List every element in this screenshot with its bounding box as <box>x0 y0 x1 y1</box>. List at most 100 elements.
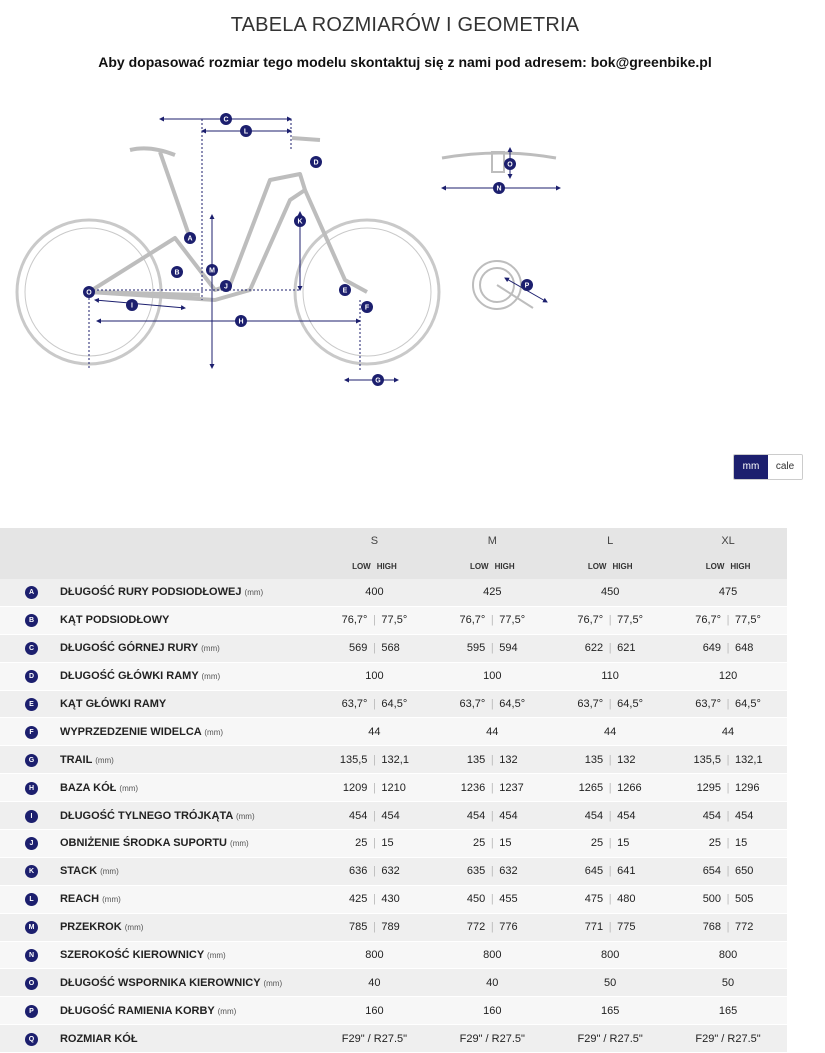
low-value: 25 <box>590 837 604 850</box>
marker-d: D <box>310 156 322 168</box>
value-pair: 76,7° | 77,5° <box>573 614 647 626</box>
unit-inch-button[interactable]: cale <box>768 455 802 479</box>
high-value: 77,5° <box>617 614 643 627</box>
row-letter-badge: J <box>25 837 38 851</box>
cell-value: 425 <box>483 586 502 599</box>
cell-value: 800 <box>600 949 620 962</box>
value-separator: | <box>608 698 612 710</box>
cell-value: 800 <box>365 949 384 962</box>
high-value: 64,5° <box>735 698 761 710</box>
high-value: 632 <box>499 865 518 878</box>
marker-m: M <box>206 264 218 276</box>
value-separator: | <box>372 809 376 822</box>
value-pair: 1209|1210 <box>337 782 411 794</box>
cell-value: 44 <box>486 725 499 738</box>
high-value: 1237 <box>499 781 524 794</box>
value-separator: | <box>608 837 612 850</box>
value-separator: | <box>372 781 376 794</box>
marker-e: E <box>339 284 351 296</box>
svg-text:G: G <box>375 378 381 385</box>
value-separator: | <box>726 837 730 850</box>
row-unit: (mm) <box>102 895 121 905</box>
value-separator: | <box>372 921 376 934</box>
row-label: DŁUGOŚĆ RURY PODSIODŁOWEJ <box>59 586 242 599</box>
unit-toggle[interactable]: mm cale <box>733 454 803 480</box>
marker-i: I <box>126 299 138 311</box>
low-value: 76,7° <box>577 614 604 627</box>
row-label: DŁUGOŚĆ GÓRNEJ RURY <box>59 642 199 655</box>
svg-text:O: O <box>86 290 92 297</box>
row-unit: (mm) <box>100 867 119 877</box>
value-pair: 25|15 <box>573 837 647 849</box>
cell-value: F29" / R27.5" <box>341 1032 408 1045</box>
row-letter-badge: I <box>25 809 38 823</box>
row-unit: (mm) <box>207 951 226 961</box>
value-separator: | <box>372 893 376 906</box>
marker-g: G <box>372 374 384 386</box>
low-value: 63,7° <box>341 698 368 710</box>
value-separator: | <box>726 893 730 906</box>
high-value: 132,1 <box>381 753 409 766</box>
value-pair: 654|650 <box>691 865 765 877</box>
high-value: 632 <box>381 865 400 878</box>
low-value: 63,7° <box>577 698 604 710</box>
low-value: 450 <box>466 893 486 906</box>
value-pair: 63,7°|64,5° <box>455 698 529 710</box>
marker-c: C <box>220 113 232 125</box>
high-label: HIGH <box>612 562 633 571</box>
marker-f: F <box>361 301 373 313</box>
marker-o2: O <box>83 286 95 298</box>
cell-value: 50 <box>604 976 617 989</box>
low-value: 76,7° <box>695 614 722 627</box>
row-label: KĄT GŁÓWKI RAMY <box>59 698 167 710</box>
value-separator: | <box>726 642 730 655</box>
cell-value: 44 <box>368 725 381 738</box>
row-unit: (mm) <box>124 923 144 933</box>
value-pair: 25|15 <box>691 837 765 849</box>
row-letter-badge: E <box>25 698 38 711</box>
value-separator: | <box>372 837 376 850</box>
row-letter-badge: Q <box>25 1032 38 1046</box>
high-value: 132 <box>499 753 518 766</box>
low-value: 135 <box>466 753 486 766</box>
value-pair: 25|15 <box>337 837 411 849</box>
row-letter-badge: H <box>25 781 38 795</box>
low-value: 63,7° <box>695 698 722 710</box>
low-value: 645 <box>584 865 604 878</box>
value-separator: | <box>608 865 612 878</box>
cell-value: 120 <box>718 670 738 683</box>
marker-k: K <box>294 215 306 227</box>
row-label: KĄT PODSIODŁOWY <box>59 614 170 627</box>
low-value: 135 <box>584 753 604 766</box>
value-separator: | <box>372 865 376 878</box>
value-separator: | <box>490 614 494 627</box>
unit-mm-button[interactable]: mm <box>734 455 768 479</box>
marker-a: A <box>184 232 196 244</box>
row-label: DŁUGOŚĆ WSPORNIKA KIEROWNICY <box>59 976 261 989</box>
high-value: 505 <box>735 893 754 906</box>
low-value: 569 <box>349 642 368 655</box>
low-value: 454 <box>584 809 604 822</box>
svg-text:K: K <box>297 219 302 226</box>
low-value: 76,7° <box>459 614 486 627</box>
value-pair: 500|505 <box>691 893 765 905</box>
value-pair: 135,5|132,1 <box>337 754 411 766</box>
high-value: 430 <box>381 893 400 906</box>
cell-value: 800 <box>483 949 502 962</box>
value-separator: | <box>372 642 376 655</box>
row-letter-badge: G <box>25 753 38 767</box>
value-separator: | <box>608 614 612 627</box>
high-label: HIGH <box>376 562 397 571</box>
value-separator: | <box>490 921 494 934</box>
high-value: 64,5° <box>381 698 408 710</box>
value-pair: 25|15 <box>455 837 529 849</box>
low-value: 1236 <box>460 781 486 794</box>
svg-text:I: I <box>131 303 133 310</box>
value-separator: | <box>608 753 612 766</box>
